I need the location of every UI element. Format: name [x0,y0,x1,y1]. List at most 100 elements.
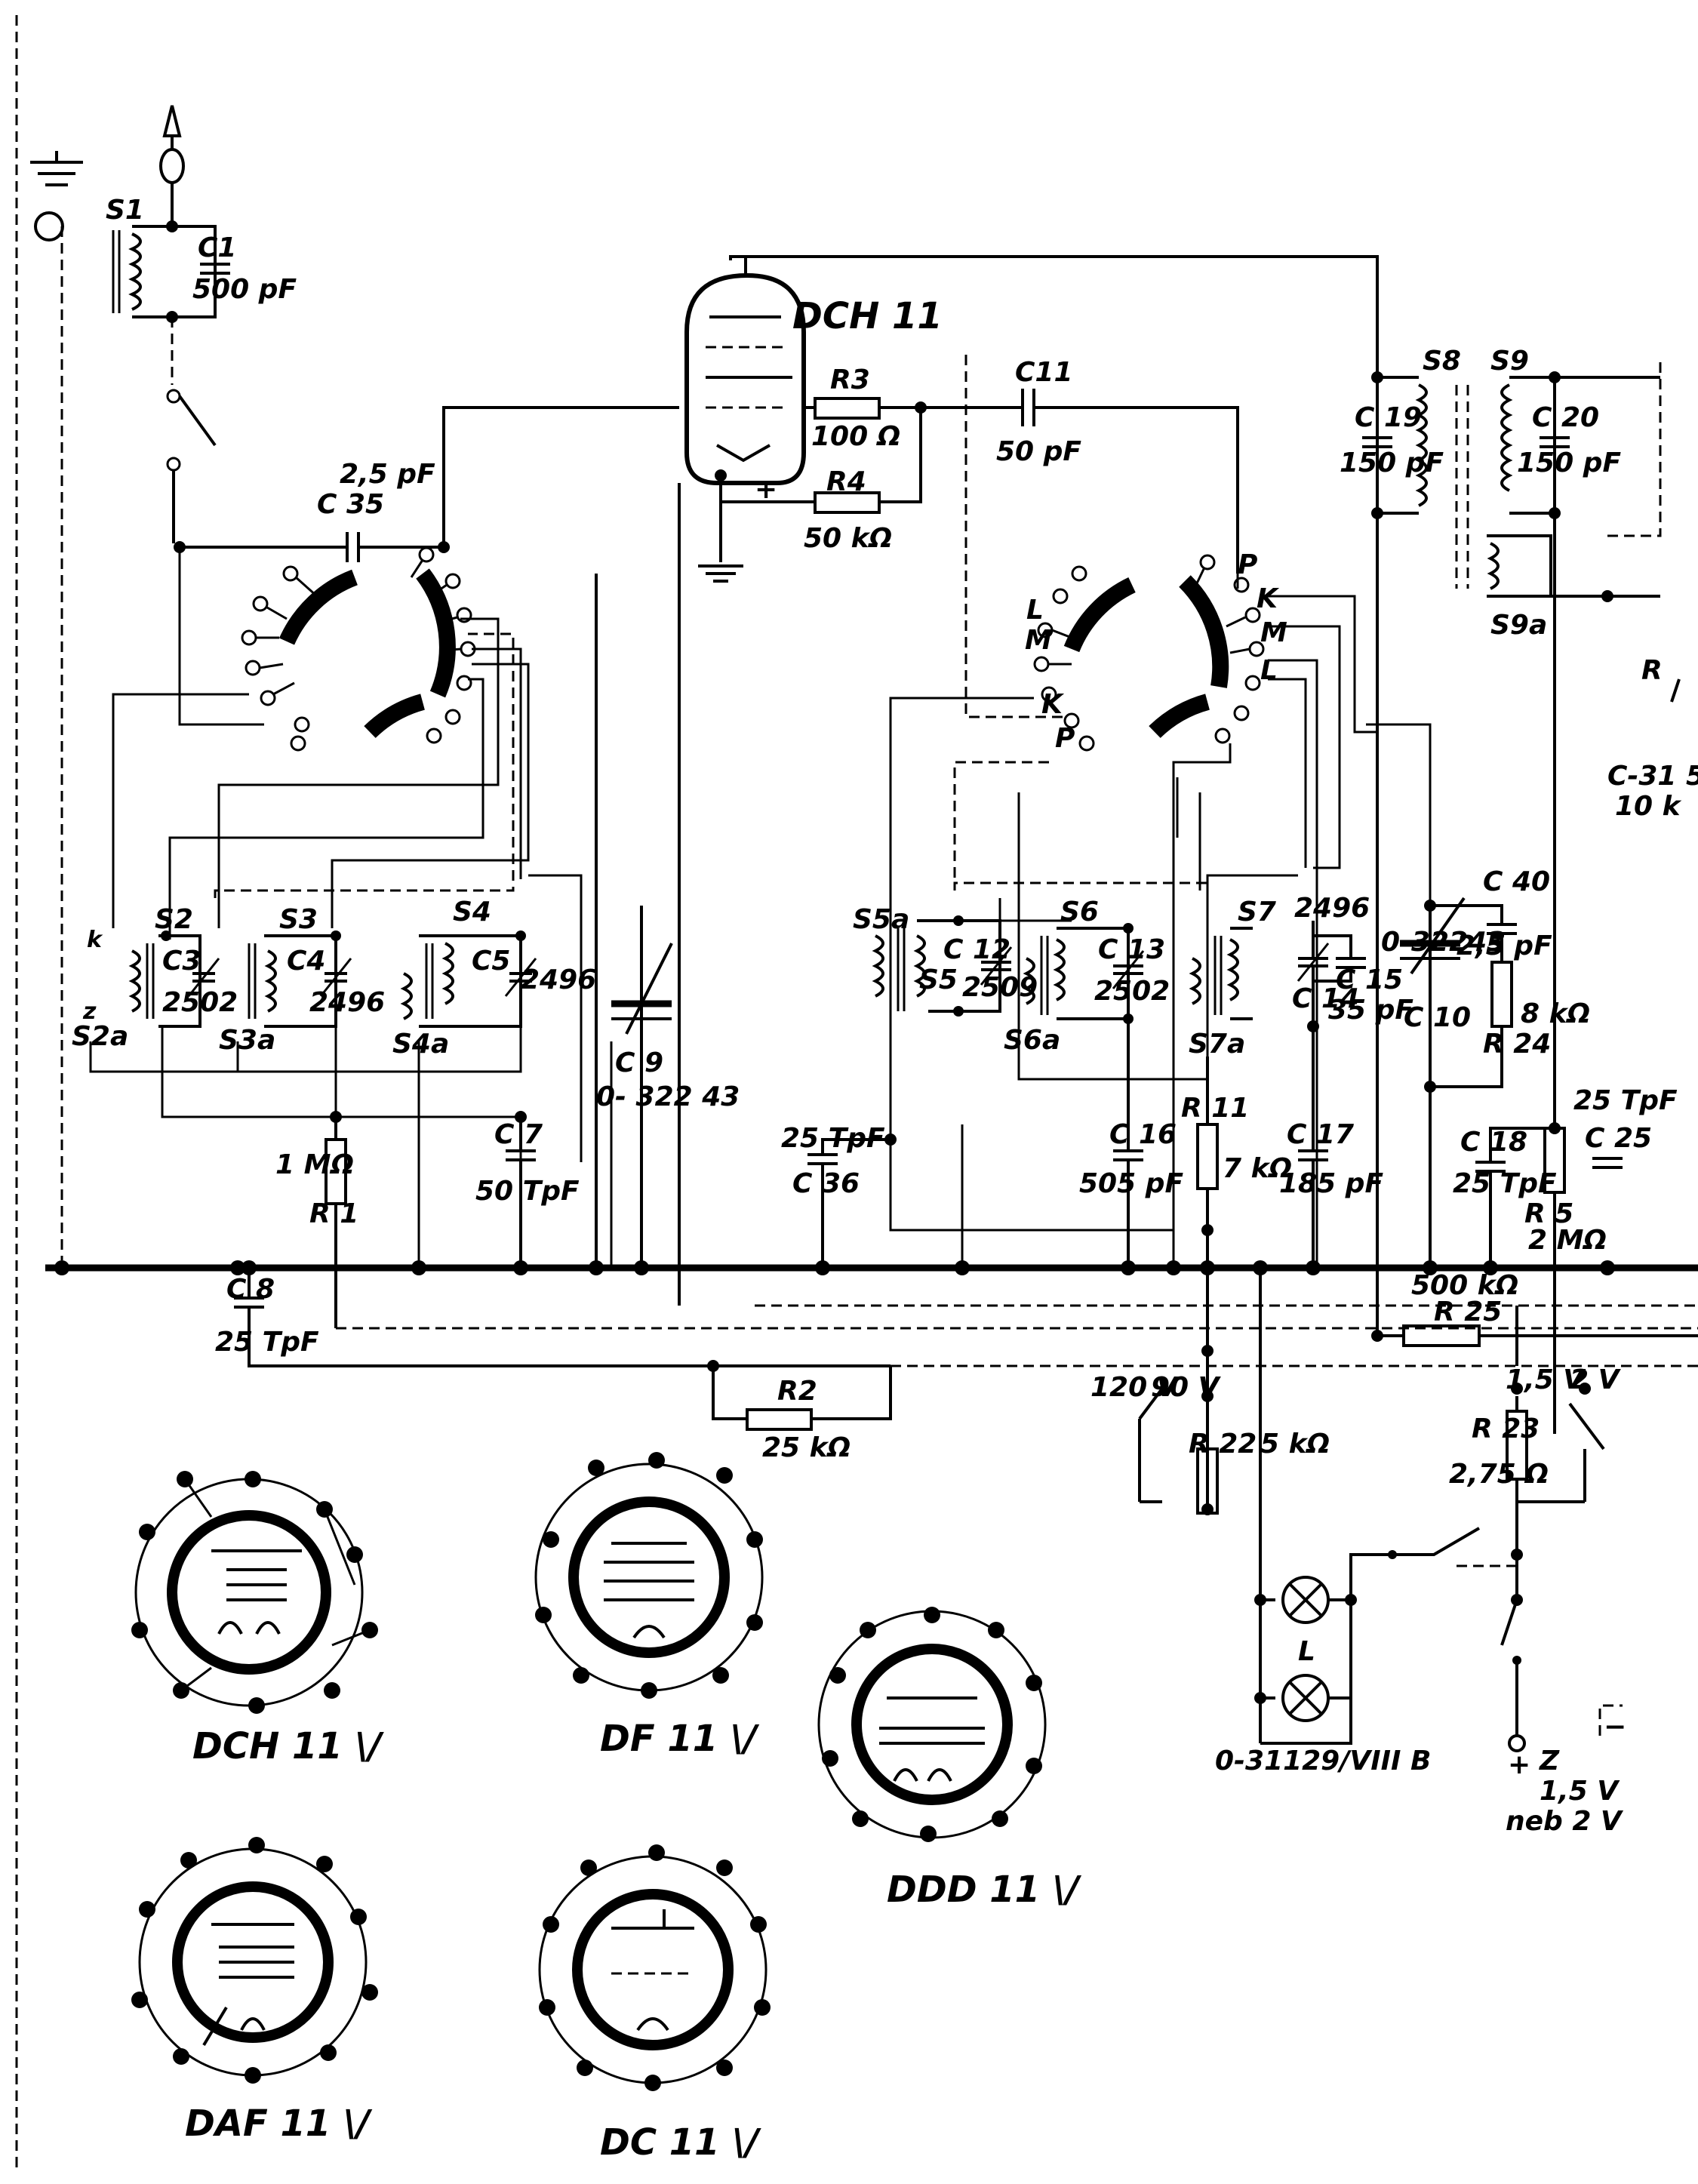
c16-capacitor [1113,1019,1143,1268]
lt-label-15v: 1,5 V [1506,1364,1586,1395]
r3-value: 100 Ω [811,421,900,452]
r24-value: 8 kΩ [1521,998,1590,1029]
c9-label: C 9 [615,1047,663,1078]
cathode-ground: + [698,474,777,583]
s7a-label: S7a [1189,1029,1245,1060]
tube-name-dc11: DC 11 \/ [600,2121,761,2164]
tube-base-daf11 [131,1837,378,2084]
if-transformer [1371,362,1662,602]
wave-switch-1 [241,546,476,752]
c1-capacitor [200,263,230,275]
r1-label: R 1 [309,1198,358,1229]
c18-label: C 18 [1460,1127,1527,1158]
c13-value: 2502 [1094,976,1170,1007]
s7-coil [1189,891,1253,1020]
edge-c31-label: C-31 5 [1607,761,1698,792]
r22-value: 5 kΩ [1260,1429,1330,1460]
c13-trimmer [1112,950,1145,989]
c36-value: 25 TpF [781,1123,885,1154]
tube-name-dch11: DCH 11 \/ [192,1725,384,1767]
sw2-label-m2: M [1260,617,1287,648]
c4-value: 2496 [309,987,385,1018]
r3-resistor [804,397,1023,420]
sw2-label-k: K [1041,689,1065,720]
s2-label: S2 [155,904,193,935]
c9-value: 0- 322 43 [596,1081,740,1112]
c14-value: 2496 [1294,893,1370,924]
r2-value: 25 kΩ [762,1432,851,1463]
c3-value: 2502 [162,987,238,1018]
s8-label: S8 [1423,346,1461,377]
c4-trimmer [319,958,352,997]
r4-label: R4 [826,466,866,497]
c10-value: 0-32243 [1381,927,1506,958]
edge-c31-value: 10 k [1615,791,1682,822]
c17-label: C 17 [1287,1119,1354,1150]
s7-label: S7 [1238,897,1276,927]
left-bank-returns [89,1026,527,1268]
c16-value: 505 pF [1079,1168,1183,1199]
antenna-switch [166,317,217,553]
r2-label: R2 [777,1376,817,1407]
earth-terminal [30,151,83,1260]
lamp-code: 0-31129/VIII B [1215,1746,1431,1776]
lamp-label: L [1298,1636,1315,1667]
r23-label: R 23 [1472,1413,1540,1444]
c20-value: 150 pF [1517,448,1621,478]
c8-capacitor [234,1260,891,1367]
dch11-title: DCH 11 [792,295,943,337]
ht-selector [1138,1230,1219,1515]
r25-label: R 25 [1434,1297,1502,1327]
battery-voltage-1: 1,5 V [1540,1776,1620,1807]
r22-label: R 22 [1189,1429,1257,1460]
c40-label: C 40 [1483,866,1550,897]
s9-label: S9 [1490,346,1529,377]
ht-label-120v: 120 V [1090,1372,1180,1403]
lt-battery: + − [1508,1704,1626,1780]
c8-value: 25 TpF [215,1327,319,1358]
battery-label: Z [1539,1746,1560,1776]
s4a-label: S4a [392,1029,449,1060]
c17-value: 185 pF [1279,1168,1383,1199]
dch11-tube [684,257,806,485]
s3-label: S3 [279,904,318,935]
s5a-label: S5a [853,904,909,935]
r3-label: R3 [830,365,870,395]
r5-resistor [1543,1026,1566,1434]
c36-label: C 36 [792,1168,860,1199]
c15-label: C 15 [1336,964,1403,995]
c35-capacitor [180,406,679,562]
edge-r-label: R [1641,655,1663,686]
c25-capacitor [1592,1157,1623,1169]
s2-k-label: k [87,927,103,953]
lt-selector [1506,1306,1605,1561]
s6-label: S6 [1060,897,1099,927]
s2a-label: S2a [72,1021,128,1052]
c20-capacitor [1540,436,1570,448]
c3-trimmer [187,958,220,997]
sw2-label-l: L [1026,595,1044,626]
r23-value: 2,75 Ω [1449,1459,1549,1490]
sw2-label-p: P [1055,723,1075,754]
c12-value: 2509 [962,972,1038,1003]
c13-label: C 13 [1098,934,1165,965]
c15-capacitor [1313,934,1366,983]
c11-label: C11 [1015,357,1073,388]
c16-label: C 16 [1109,1119,1177,1150]
lt-label-2v: 2 V [1570,1364,1622,1395]
sw2-label-k2: K [1257,583,1280,614]
power-switch [1388,1527,1523,1736]
c25-label: C 25 [1585,1123,1652,1154]
c7-value: 50 TpF [475,1176,580,1207]
c17-capacitor [1298,1026,1328,1268]
ht-label-90v: 90 V [1151,1372,1222,1403]
s3a-label: S3a [219,1025,275,1056]
c11-value: 50 pF [996,436,1081,467]
s6a-label: S6a [1004,1025,1060,1056]
svg-text:+: + [1508,1749,1530,1780]
c3-label: C3 [162,946,201,977]
svg-text:−: − [1604,1712,1626,1743]
c5-value: 2496 [521,964,596,995]
c9-tuning-capacitor [611,906,673,1268]
